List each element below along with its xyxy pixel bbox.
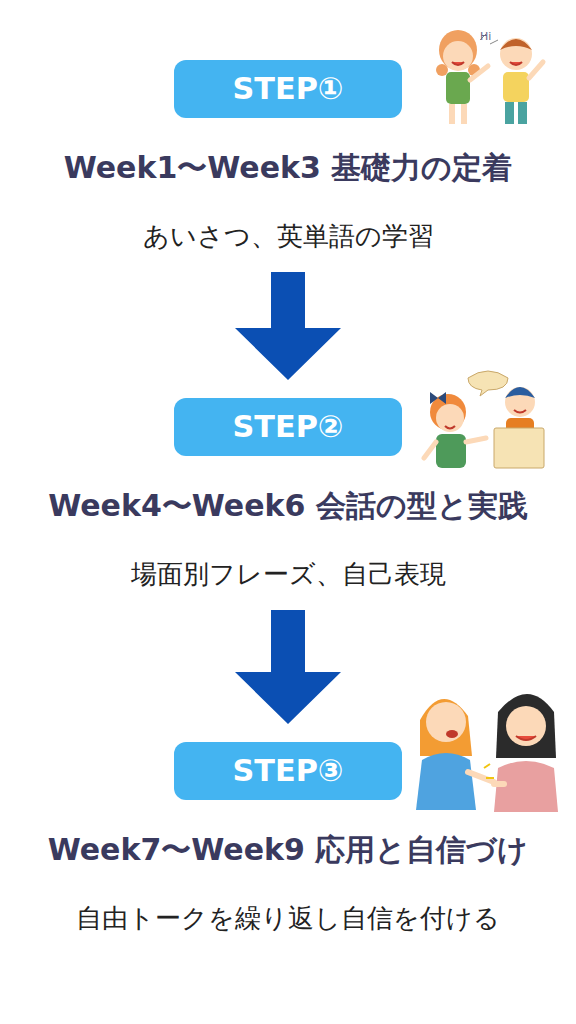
- step-badge: STEP②: [174, 398, 402, 456]
- step-heading: Week4〜Week6 会話の型と実践: [48, 486, 528, 526]
- step-description: 自由トークを繰り返し自信を付ける: [76, 900, 500, 936]
- step-description: あいさつ、英単語の学習: [143, 218, 434, 254]
- step-node: STEP① Week1〜Week3 基礎力の定着あいさつ、英単語の学習: [0, 60, 576, 254]
- step-heading: Week7〜Week9 応用と自信づけ: [48, 830, 529, 870]
- step-badge: STEP①: [174, 60, 402, 118]
- step-node: STEP② Week4〜Week6 会話の型と実践場面別フレーズ、自己表現: [0, 398, 576, 592]
- greeting-kids: [436, 30, 543, 124]
- step-badge: STEP③: [174, 742, 402, 800]
- step-heading: Week1〜Week3 基礎力の定着: [64, 148, 513, 188]
- speech-text: Hi: [480, 30, 491, 43]
- step-description: 場面別フレーズ、自己表現: [131, 556, 446, 592]
- flow-arrow: [235, 272, 341, 380]
- chatting-women: [416, 694, 558, 812]
- step-node: STEP③ Week7〜Week9 応用と自信づけ自由トークを繰り返し自信を付ける: [0, 742, 576, 936]
- talking-kids: [424, 371, 544, 468]
- flow-arrow: [235, 610, 341, 724]
